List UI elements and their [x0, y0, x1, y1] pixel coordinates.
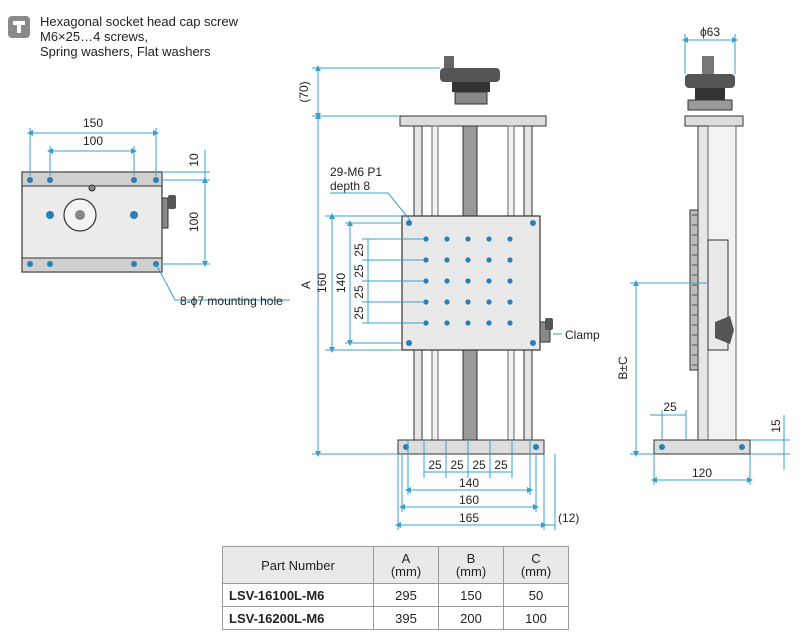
table-row: LSV-16100L-M6 295 150 50: [222, 583, 569, 607]
dim-150: 150: [83, 116, 103, 130]
tapped-hole: [444, 236, 450, 242]
cell-part: LSV-16200L-M6: [222, 606, 374, 630]
tapped-hole: [486, 236, 492, 242]
dim-160-vertical: 160: [315, 273, 329, 293]
tapped-hole: [406, 220, 412, 226]
tapped-hole: [530, 220, 536, 226]
pitch-h-4: 25: [494, 458, 508, 472]
cell-b: 200: [438, 606, 504, 630]
dim-phi63: ϕ63: [700, 25, 720, 39]
tapped-hole: [486, 257, 492, 263]
tapped-hole: [486, 278, 492, 284]
tapped-hole: [406, 340, 412, 346]
note-line-1: Hexagonal socket head cap screw: [40, 14, 239, 29]
holes-label-line-1: 29-M6 P1: [330, 165, 382, 179]
tapped-hole: [507, 320, 513, 326]
cell-part: LSV-16100L-M6: [222, 583, 374, 607]
table-row: LSV-16200L-M6 395 200 100: [222, 606, 569, 630]
header-a: A(mm): [373, 546, 439, 584]
tapped-hole: [465, 278, 471, 284]
cell-a: 395: [373, 606, 439, 630]
header-b: B(mm): [438, 546, 504, 584]
scale-strip: [689, 209, 699, 371]
tapped-hole: [465, 236, 471, 242]
tapped-hole: [423, 236, 429, 242]
header-c: C(mm): [503, 546, 569, 584]
tapped-hole: [530, 340, 536, 346]
front-view: (70) A 160 140 25 25 25 25 29-M6 P1 dept…: [297, 56, 600, 530]
dim-A: A: [299, 281, 313, 289]
tapped-hole: [465, 320, 471, 326]
handwheel: [440, 68, 500, 82]
tapped-hole: [507, 257, 513, 263]
cell-c: 100: [503, 606, 569, 630]
side-clamp: [715, 316, 734, 344]
tapped-hole: [465, 257, 471, 263]
side-rail: [697, 125, 709, 445]
pitch-v-3: 25: [352, 285, 366, 299]
note-line-3: Spring washers, Flat washers: [40, 44, 211, 59]
pitch-h-1: 25: [428, 458, 442, 472]
tapped-hole: [423, 257, 429, 263]
note-line-2: M6×25…4 screws,: [40, 29, 149, 44]
pitch-h-3: 25: [472, 458, 486, 472]
holes-label-line-2: depth 8: [330, 179, 370, 193]
spec-table: Part Number A(mm) B(mm) C(mm) LSV-16100L…: [222, 546, 569, 630]
tapped-hole: [507, 236, 513, 242]
tapped-hole: [423, 320, 429, 326]
front-base: [397, 439, 545, 455]
dim-BC: B±C: [616, 356, 630, 380]
scale-ticks: [692, 214, 697, 366]
header-part-number: Part Number: [222, 546, 374, 584]
tapped-hole: [444, 320, 450, 326]
cell-a: 295: [373, 583, 439, 607]
tapped-hole: [444, 299, 450, 305]
tapped-hole: [486, 320, 492, 326]
dim-12: (12): [558, 511, 579, 525]
dim-160-horizontal: 160: [459, 493, 479, 507]
dim-165: 165: [459, 511, 479, 525]
clamp-label: Clamp: [565, 328, 600, 342]
mounting-holes: [27, 177, 159, 267]
pitch-v-4: 25: [352, 306, 366, 320]
tapped-hole: [444, 257, 450, 263]
dim-100-height: 100: [187, 212, 201, 232]
side-base: [653, 439, 751, 455]
dim-120: 120: [692, 466, 712, 480]
dim-100-width: 100: [83, 134, 103, 148]
dim-15: 15: [769, 419, 783, 433]
hex-wrench-icon: [8, 16, 30, 38]
dim-25-side: 25: [663, 400, 677, 414]
pitch-h-2: 25: [450, 458, 464, 472]
top-view: 150 100 10 100 8-ϕ7 mounting hole: [21, 116, 290, 308]
tapped-hole: [486, 299, 492, 305]
dim-10: 10: [187, 153, 201, 167]
pitch-v-1: 25: [352, 243, 366, 257]
tapped-hole: [507, 278, 513, 284]
top-plate: [399, 115, 547, 127]
cell-c: 50: [503, 583, 569, 607]
tapped-hole: [507, 299, 513, 305]
mounting-hole-label: 8-ϕ7 mounting hole: [180, 294, 283, 308]
pitch-v-2: 25: [352, 264, 366, 278]
dim-140-vertical: 140: [334, 273, 348, 293]
cell-b: 150: [438, 583, 504, 607]
tapped-hole: [444, 278, 450, 284]
dim-70: (70): [297, 81, 311, 102]
dim-140-horizontal: 140: [459, 476, 479, 490]
technical-drawing: 150 100 10 100 8-ϕ7 mounting hole: [21, 25, 790, 530]
side-view: ϕ63 B±C 25 15 120: [616, 25, 790, 485]
tapped-hole: [465, 299, 471, 305]
tapped-hole: [423, 278, 429, 284]
carriage-plate: [401, 215, 541, 351]
tapped-hole: [423, 299, 429, 305]
tapped-hole-grid: [406, 220, 536, 346]
